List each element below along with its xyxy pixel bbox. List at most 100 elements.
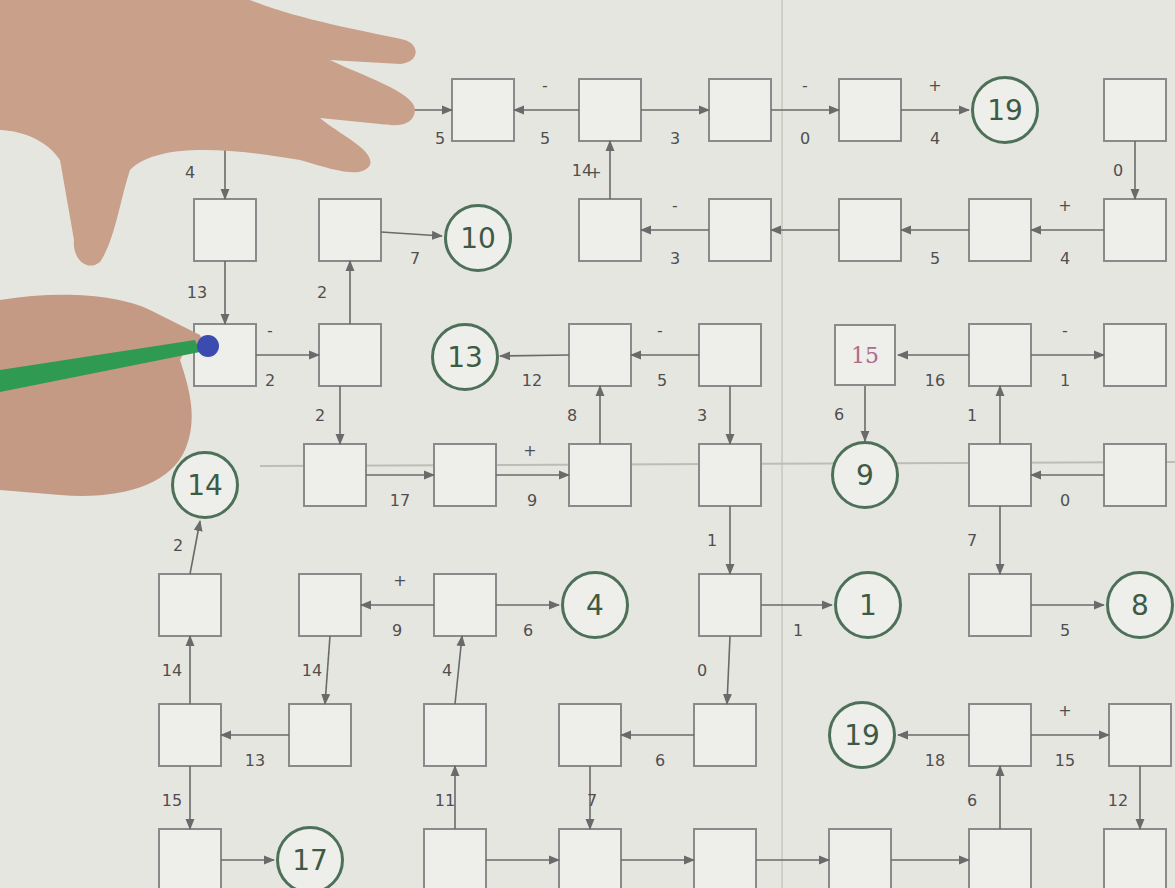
worksheet-arrow [999,506,1001,574]
empty-box [699,324,761,386]
operand-number: 1 [1058,371,1072,390]
operand-number: 9 [390,621,404,640]
operand-number: - [1060,321,1070,340]
worksheet-arrow [891,859,969,861]
empty-box [569,444,631,506]
node-text: 15 [851,343,879,368]
operand-number: 7 [965,531,979,550]
empty-box [839,199,901,261]
edge-label: 6 [832,404,846,423]
operand-number: - [800,76,810,95]
operand-number: 1 [705,531,719,550]
empty-box [1104,199,1166,261]
empty-box [969,704,1031,766]
worksheet-arrow [189,636,191,704]
operand-number: 2 [313,406,327,425]
worksheet-arrow [599,386,601,444]
operand-number: 7 [408,249,422,268]
operand-number: 15 [1053,751,1077,770]
worksheet-arrow [609,141,611,199]
empty-box [559,829,621,888]
worksheet-arrow [641,229,709,231]
empty-box [289,704,351,766]
empty-box [969,444,1031,506]
worksheet-arrow [631,354,699,356]
answer-circle: 19 [971,76,1039,144]
operand-number: + [1056,196,1073,215]
operand-number: 11 [433,791,457,810]
empty-box [194,199,256,261]
worksheet-arrow [381,232,442,236]
operand-number: + [1056,701,1073,720]
worksheet-arrow [1031,604,1104,606]
worksheet-arrow [729,506,731,574]
empty-box [829,829,891,888]
operand-number: 0 [1111,161,1125,180]
operand-number: 1 [791,621,805,640]
operand-number: 15 [160,791,184,810]
worksheet-arrow [496,474,569,476]
node-text: 19 [844,719,880,752]
operand-number: 5 [928,249,942,268]
worksheet-arrow [1031,354,1104,356]
operand-number: 5 [538,129,552,148]
worksheet-arrow [898,354,969,356]
fold-line [781,0,783,888]
worksheet-arrow [486,859,559,861]
operand-number: + [391,571,408,590]
empty-box [559,704,621,766]
node-text: 14 [187,469,223,502]
answer-box: 15 [834,324,896,386]
worksheet-arrow [256,354,319,356]
empty-box [969,829,1031,888]
worksheet-arrow [999,386,1001,444]
empty-box [579,79,641,141]
worksheet-arrow [410,109,452,111]
node-text: 17 [292,844,328,877]
empty-box [699,574,761,636]
node-text: 8 [1131,589,1149,622]
node-text: 19 [987,94,1023,127]
empty-box [969,324,1031,386]
answer-circle: 4 [561,571,629,639]
answer-circle: 13 [431,323,499,391]
worksheet-arrow [1031,229,1104,231]
worksheet-arrow [901,109,969,111]
operand-number: - [540,76,550,95]
empty-box [839,79,901,141]
worksheet-arrow [189,766,191,829]
hand [0,0,416,496]
empty-box [699,444,761,506]
empty-box [1104,79,1166,141]
worksheet-arrow [339,386,341,444]
operand-number: 6 [653,751,667,770]
operand-number: 17 [388,491,412,510]
worksheet-arrow [771,229,839,231]
empty-box [1104,324,1166,386]
operand-number: 5 [1058,621,1072,640]
operand-number: 7 [585,791,599,810]
operand-number: 12 [1106,791,1130,810]
operand-number: 1 [965,406,979,425]
operand-number: 14 [300,661,324,680]
operand-number: 12 [520,371,544,390]
worksheet-arrow [1031,734,1109,736]
node-text: 10 [460,222,496,255]
worksheet-arrow [366,474,434,476]
operand-number: 2 [171,536,185,555]
operand-number: 9 [525,491,539,510]
operand-number: 0 [798,129,812,148]
operand-number: 14 [160,661,184,680]
worksheet-arrow [361,604,434,606]
answer-circle: 17 [276,826,344,888]
empty-box [159,704,221,766]
answer-circle: 8 [1106,571,1174,639]
operand-number: + [586,163,603,182]
operand-number: + [926,76,943,95]
empty-box [694,829,756,888]
empty-box [319,324,381,386]
answer-circle: 10 [444,204,512,272]
worksheet-arrow [901,229,969,231]
empty-box [159,829,221,888]
